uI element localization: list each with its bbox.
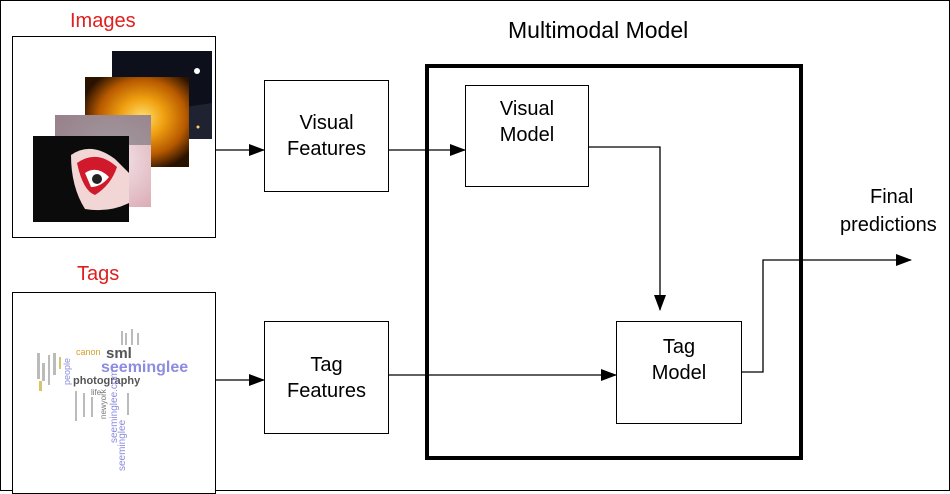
final-predictions-label: Final predictions [840,183,937,239]
image-stack-picture [33,51,212,222]
visual-features-line2: Features [287,138,366,160]
images-panel [12,36,216,238]
tag-features-line2: Features [287,379,366,402]
tag-word: sml [106,345,132,362]
final-predictions-line2: predictions [840,214,937,236]
tag-model-line2: Model [651,362,707,384]
final-predictions-line1: Final [870,186,914,208]
arrow-tag-model-to-final [742,254,912,373]
images-label: Images [70,10,136,32]
visual-features-line1: Visual [299,112,354,134]
multimodal-title: Multimodal Model [508,17,689,43]
tag-model-line1: Tag [662,336,696,358]
tags-panel: sml seeminglee photography canon people … [12,292,216,494]
tags-label: Tags [77,263,120,285]
tag-cloud: sml seeminglee photography canon people … [13,293,215,493]
tag-word: life [91,388,102,397]
arrow-visual-model-to-tag-model [588,146,666,311]
visual-model-line1: Visual [499,98,555,120]
tag-word: canon [76,347,101,357]
tag-features-line1: Tag [310,353,343,376]
visual-model-line2: Model [499,124,555,146]
multimodal-model-box [425,64,803,460]
tag-cloud-filler [37,329,139,421]
tag-word: photography [73,375,141,387]
tag-word: seeminglee [101,359,189,376]
